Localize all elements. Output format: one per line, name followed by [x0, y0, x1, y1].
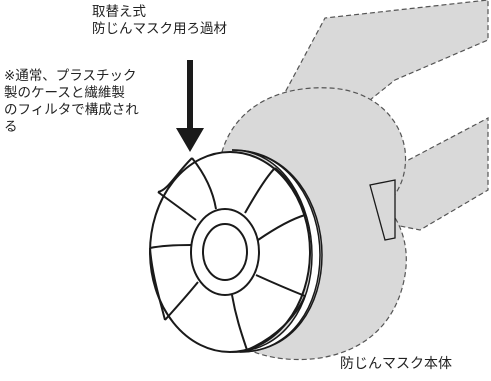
filter-inner-ring-inner: [202, 223, 248, 281]
filter-note: ※通常、プラスチック 製のケースと繊維製 のフィルタで構成され る: [4, 68, 139, 135]
filter-mid-ring: [149, 157, 306, 351]
filter-rim-back: [231, 149, 323, 353]
pointer-arrow-head: [176, 128, 204, 152]
mask-body-label: 防じんマスク本体: [340, 356, 452, 372]
mask-valve: [369, 179, 396, 241]
filter-label: 取替え式 防じんマスク用ろ過材: [92, 4, 227, 37]
filter-spokes: [149, 157, 306, 351]
